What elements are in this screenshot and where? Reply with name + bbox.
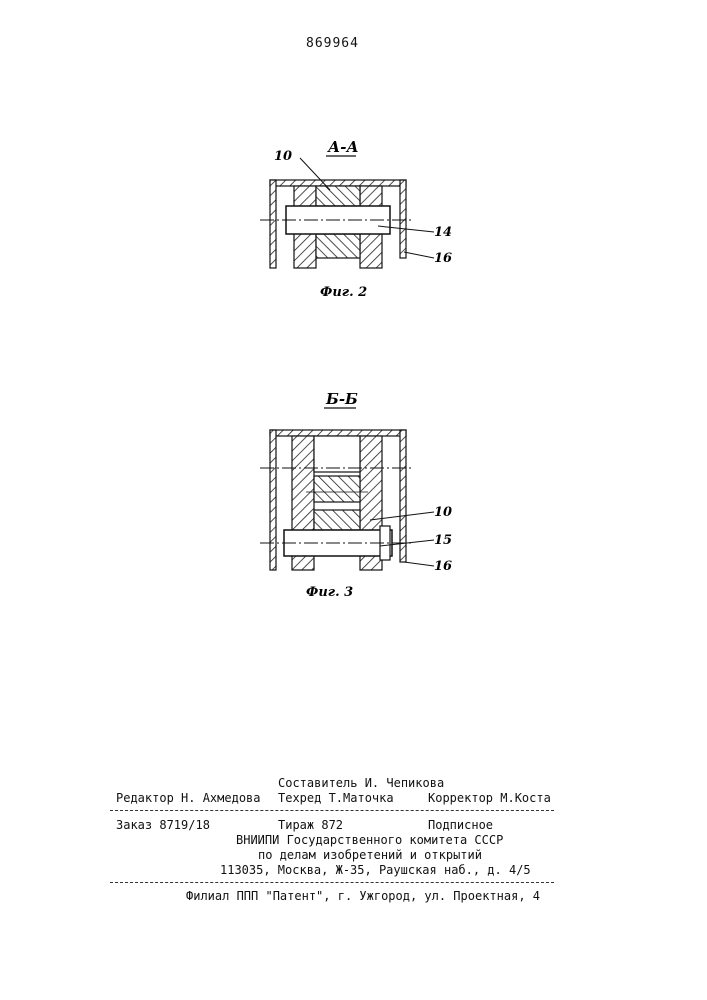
imprint-branch: Филиал ППП "Патент", г. Ужгород, ул. Про… — [186, 889, 540, 903]
fig3-section-label: Б-Б — [325, 390, 358, 408]
imprint-tech-editor: Техред Т.Маточка — [278, 791, 394, 805]
fig2-callout-14: 14 — [434, 225, 452, 240]
fig2-callout-10: 10 — [274, 149, 292, 164]
fig3-gear-lower — [314, 510, 360, 530]
figure-3-drawing: Б-Б 10 15 16 Фиг. 3 — [260, 390, 452, 600]
fig3-leader-16 — [404, 562, 434, 566]
fig3-gear-upper — [314, 476, 360, 502]
drawing-sheet: А-А 10 14 16 Фиг. 2 Б-Б — [0, 0, 707, 620]
imprint-order: Заказ 8719/18 — [116, 818, 210, 832]
fig2-callout-16: 16 — [434, 251, 452, 266]
imprint-editor: Редактор Н. Ахмедова — [116, 791, 261, 805]
fig2-housing-right — [400, 180, 406, 258]
fig3-callout-15: 15 — [434, 533, 452, 548]
fig3-upper-cavity — [314, 436, 360, 472]
fig2-caption: Фиг. 2 — [320, 285, 367, 300]
imprint-compiler: Составитель И. Чепикова — [278, 776, 444, 790]
fig2-leader-16 — [404, 252, 434, 258]
fig2-gear-bottom — [316, 234, 360, 258]
figure-2-drawing: А-А 10 14 16 Фиг. 2 — [260, 138, 452, 300]
fig3-housing-top — [270, 430, 406, 436]
imprint-corrector: Корректор М.Коста — [428, 791, 551, 805]
imprint-circulation: Тираж 872 — [278, 818, 343, 832]
imprint-org-line2: по делам изобретений и открытий — [258, 848, 482, 862]
fig2-housing-top — [270, 180, 406, 186]
fig3-housing-left — [270, 430, 276, 570]
fig2-housing-left — [270, 180, 276, 268]
fig3-housing-right — [400, 430, 406, 562]
fig3-callout-16: 16 — [434, 559, 452, 574]
imprint-rule-bottom — [110, 882, 554, 883]
fig3-caption: Фиг. 3 — [306, 585, 353, 600]
imprint-subscription: Подписное — [428, 818, 493, 832]
fig2-gear-top — [316, 186, 360, 206]
fig2-section-label: А-А — [327, 138, 359, 156]
imprint-org-line1: ВНИИПИ Государственного комитета СССР — [236, 833, 503, 847]
fig3-callout-10: 10 — [434, 505, 452, 520]
imprint-address: 113035, Москва, Ж-35, Раушская наб., д. … — [220, 863, 531, 877]
imprint-rule-top — [110, 810, 554, 811]
